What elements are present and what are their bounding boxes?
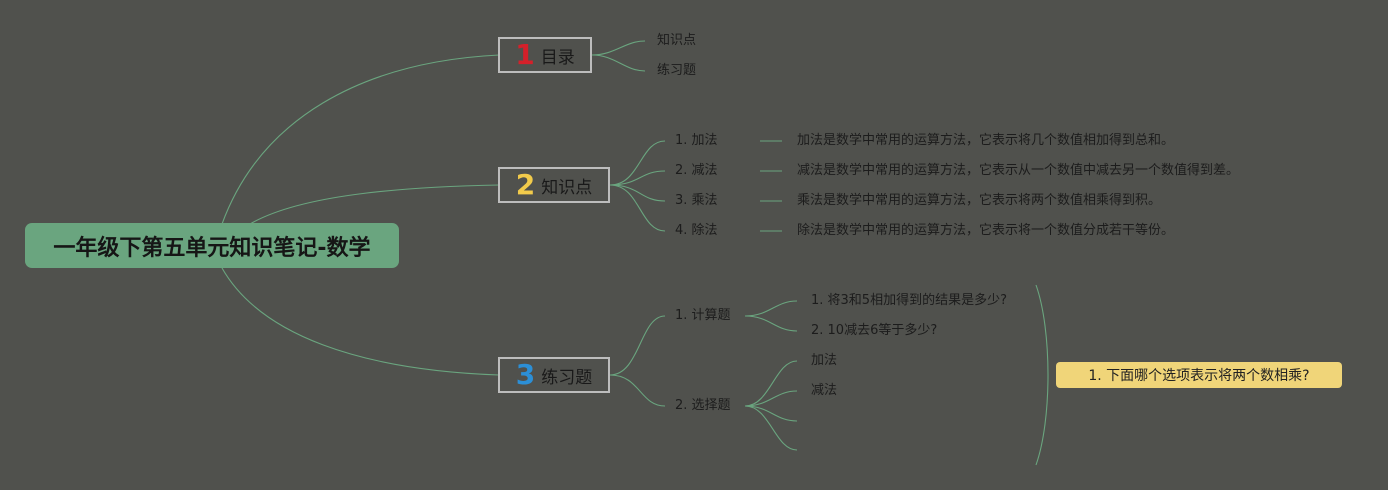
connector-root-topic2: [249, 184, 500, 225]
topic2-child-label-4[interactable]: 4. 除法: [675, 223, 718, 238]
topic1-child-2[interactable]: 练习题: [657, 63, 697, 78]
choice-item-2[interactable]: 减法: [811, 383, 838, 398]
summary-label: 1. 下面哪个选项表示将两个数相乘?: [1088, 368, 1310, 384]
connector-choice-item3: [744, 405, 798, 422]
choice-item-1[interactable]: 加法: [811, 353, 838, 368]
topic2-child-detail-2[interactable]: 减法是数学中常用的运算方法，它表示从一个数值中减去另一个数值得到差。: [797, 163, 1240, 178]
topic-number-1: 1: [515, 38, 535, 71]
topic2-child-detail-4[interactable]: 除法是数学中常用的运算方法，它表示将一个数值分成若干等份。: [797, 223, 1175, 238]
calc-item-2[interactable]: 2. 10减去6等于多少?: [811, 323, 938, 338]
topic3-child-label-1[interactable]: 1. 计算题: [675, 308, 731, 323]
root-title: 一年级下第五单元知识笔记-数学: [53, 235, 371, 261]
connector-topic2-child3: [609, 184, 666, 202]
connector-topic1-child2: [591, 54, 646, 72]
topic-node-2[interactable]: 2 知识点: [498, 167, 610, 203]
topic-number-3: 3: [515, 358, 536, 391]
connector-root-topic1: [221, 54, 500, 225]
connector-topic1-child1: [591, 40, 646, 56]
summary-brace: [1035, 284, 1049, 466]
connector-calc-item1: [744, 300, 798, 317]
topic2-child-detail-3[interactable]: 乘法是数学中常用的运算方法，它表示将两个数值相乘得到积。: [797, 193, 1162, 208]
topic-label-3: 练习题: [541, 367, 593, 388]
connector-topic2-child4: [609, 184, 666, 232]
topic2-child-detail-1[interactable]: 加法是数学中常用的运算方法，它表示将几个数值相加得到总和。: [797, 133, 1175, 148]
topic-label-2: 知识点: [541, 177, 593, 198]
connector-choice-item1: [744, 360, 798, 407]
topic2-child-label-1[interactable]: 1. 加法: [675, 133, 718, 148]
connector-calc-item2: [744, 315, 798, 332]
connector-topic3-child1: [609, 315, 666, 376]
summary-node[interactable]: 1. 下面哪个选项表示将两个数相乘?: [1056, 362, 1342, 388]
topic3-child-label-2[interactable]: 2. 选择题: [675, 398, 731, 413]
topic2-child-label-3[interactable]: 3. 乘法: [675, 193, 718, 208]
topic-label-1: 目录: [540, 47, 575, 68]
connector-topic2-child1: [609, 140, 666, 186]
topic-node-1[interactable]: 1 目录: [498, 37, 592, 73]
connector-root-topic3: [221, 267, 500, 376]
calc-item-1[interactable]: 1. 将3和5相加得到的结果是多少?: [811, 293, 1007, 308]
topic-number-2: 2: [515, 168, 536, 201]
connector-topic2-child2: [609, 170, 666, 186]
connector-choice-item2: [744, 390, 798, 407]
topic2-child-label-2[interactable]: 2. 减法: [675, 163, 718, 178]
connector-topic3-child2: [609, 374, 666, 407]
topic-node-3[interactable]: 3 练习题: [498, 357, 610, 393]
topic1-child-1[interactable]: 知识点: [657, 33, 697, 48]
connector-choice-item4: [744, 405, 798, 451]
root-node[interactable]: 一年级下第五单元知识笔记-数学: [25, 223, 399, 268]
